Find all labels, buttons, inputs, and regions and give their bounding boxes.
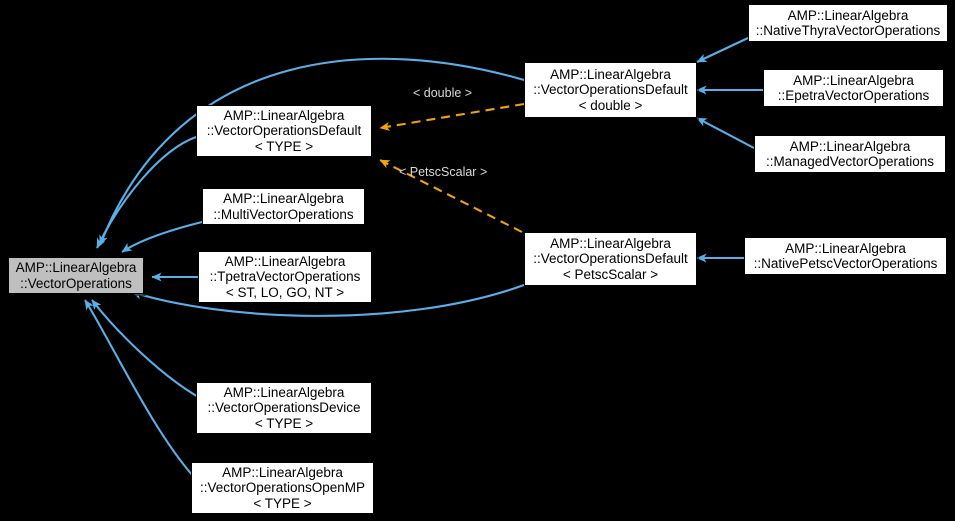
edge-label-petscscalar: < PetscScalar > <box>399 165 488 179</box>
node-line: AMP::LinearAlgebra <box>223 384 345 400</box>
node-line: ::VectorOperationsDefault <box>206 123 362 139</box>
edge-thyra-to-default-double <box>696 37 749 63</box>
node-line: ::EpetraVectorOperations <box>777 88 930 103</box>
node-epetra-vector-operations[interactable]: AMP::LinearAlgebra ::EpetraVectorOperati… <box>763 69 944 107</box>
node-line: < TYPE > <box>254 138 314 154</box>
node-line: AMP::LinearAlgebra <box>785 240 906 256</box>
edge-multi-to-base <box>121 220 203 253</box>
node-line: ::VectorOperationsDevice <box>207 400 361 416</box>
node-line: ::MultiVectorOperations <box>213 206 354 222</box>
node-line: < double > <box>578 97 643 113</box>
edge-openmp-to-base <box>84 299 196 479</box>
node-line: ::NativePetscVectorOperations <box>753 256 938 271</box>
edge-template-double <box>379 102 525 131</box>
node-line: ::NativeThyraVectorOperations <box>755 23 941 38</box>
template-instantiation-edges <box>379 102 525 233</box>
edge-default-petsc-to-base <box>131 284 525 317</box>
node-line: AMP::LinearAlgebra <box>550 235 671 251</box>
node-tpetra-vector-operations[interactable]: AMP::LinearAlgebra ::TpetraVectorOperati… <box>198 251 372 303</box>
node-vector-operations-default-petscscalar[interactable]: AMP::LinearAlgebra ::VectorOperationsDef… <box>524 232 697 286</box>
node-line: ::VectorOperationsOpenMP <box>199 480 366 496</box>
edge-default-type-to-base <box>96 136 197 249</box>
node-native-petsc-vector-operations[interactable]: AMP::LinearAlgebra ::NativePetscVectorOp… <box>744 237 947 275</box>
node-line: AMP::LinearAlgebra <box>787 7 909 23</box>
node-line: AMP::LinearAlgebra <box>550 66 671 82</box>
node-multi-vector-operations[interactable]: AMP::LinearAlgebra ::MultiVectorOperatio… <box>202 188 365 225</box>
node-line: ::VectorOperationsDefault <box>533 251 688 267</box>
edge-device-to-base <box>91 299 201 399</box>
node-line: ::VectorOperations <box>20 275 132 291</box>
node-line: ::TpetraVectorOperations <box>209 269 361 285</box>
node-line: < TYPE > <box>253 495 312 511</box>
edge-label-double: < double > <box>413 86 473 100</box>
node-managed-vector-operations[interactable]: AMP::LinearAlgebra ::ManagedVectorOperat… <box>754 135 946 173</box>
node-line: AMP::LinearAlgebra <box>789 138 911 154</box>
node-line: AMP::LinearAlgebra <box>223 191 344 206</box>
node-vector-operations-default-double[interactable]: AMP::LinearAlgebra ::VectorOperationsDef… <box>524 62 697 118</box>
edge-default-double-to-base <box>99 57 525 246</box>
edge-template-petscscalar <box>379 159 523 233</box>
node-line: ::VectorOperationsDefault <box>533 82 688 98</box>
node-vector-operations-device[interactable]: AMP::LinearAlgebra ::VectorOperationsDev… <box>196 382 372 434</box>
node-vector-operations[interactable]: AMP::LinearAlgebra ::VectorOperations <box>8 257 144 294</box>
inheritance-edges <box>84 37 763 479</box>
node-line: AMP::LinearAlgebra <box>223 107 345 123</box>
node-native-thyra-vector-operations[interactable]: AMP::LinearAlgebra ::NativeThyraVectorOp… <box>748 4 948 42</box>
node-vector-operations-openmp[interactable]: AMP::LinearAlgebra ::VectorOperationsOpe… <box>191 462 374 514</box>
node-vector-operations-default-type[interactable]: AMP::LinearAlgebra ::VectorOperationsDef… <box>196 105 372 157</box>
node-line: < PetscScalar > <box>562 266 659 282</box>
edge-managed-to-default-double <box>696 117 755 149</box>
node-line: AMP::LinearAlgebra <box>15 260 137 275</box>
node-line: < TYPE > <box>254 415 314 431</box>
node-line: AMP::LinearAlgebra <box>224 253 346 269</box>
node-line: AMP::LinearAlgebra <box>793 72 914 88</box>
node-line: ::ManagedVectorOperations <box>765 154 935 169</box>
node-line: < ST, LO, GO, NT > <box>225 284 345 300</box>
node-line: AMP::LinearAlgebra <box>222 464 343 480</box>
